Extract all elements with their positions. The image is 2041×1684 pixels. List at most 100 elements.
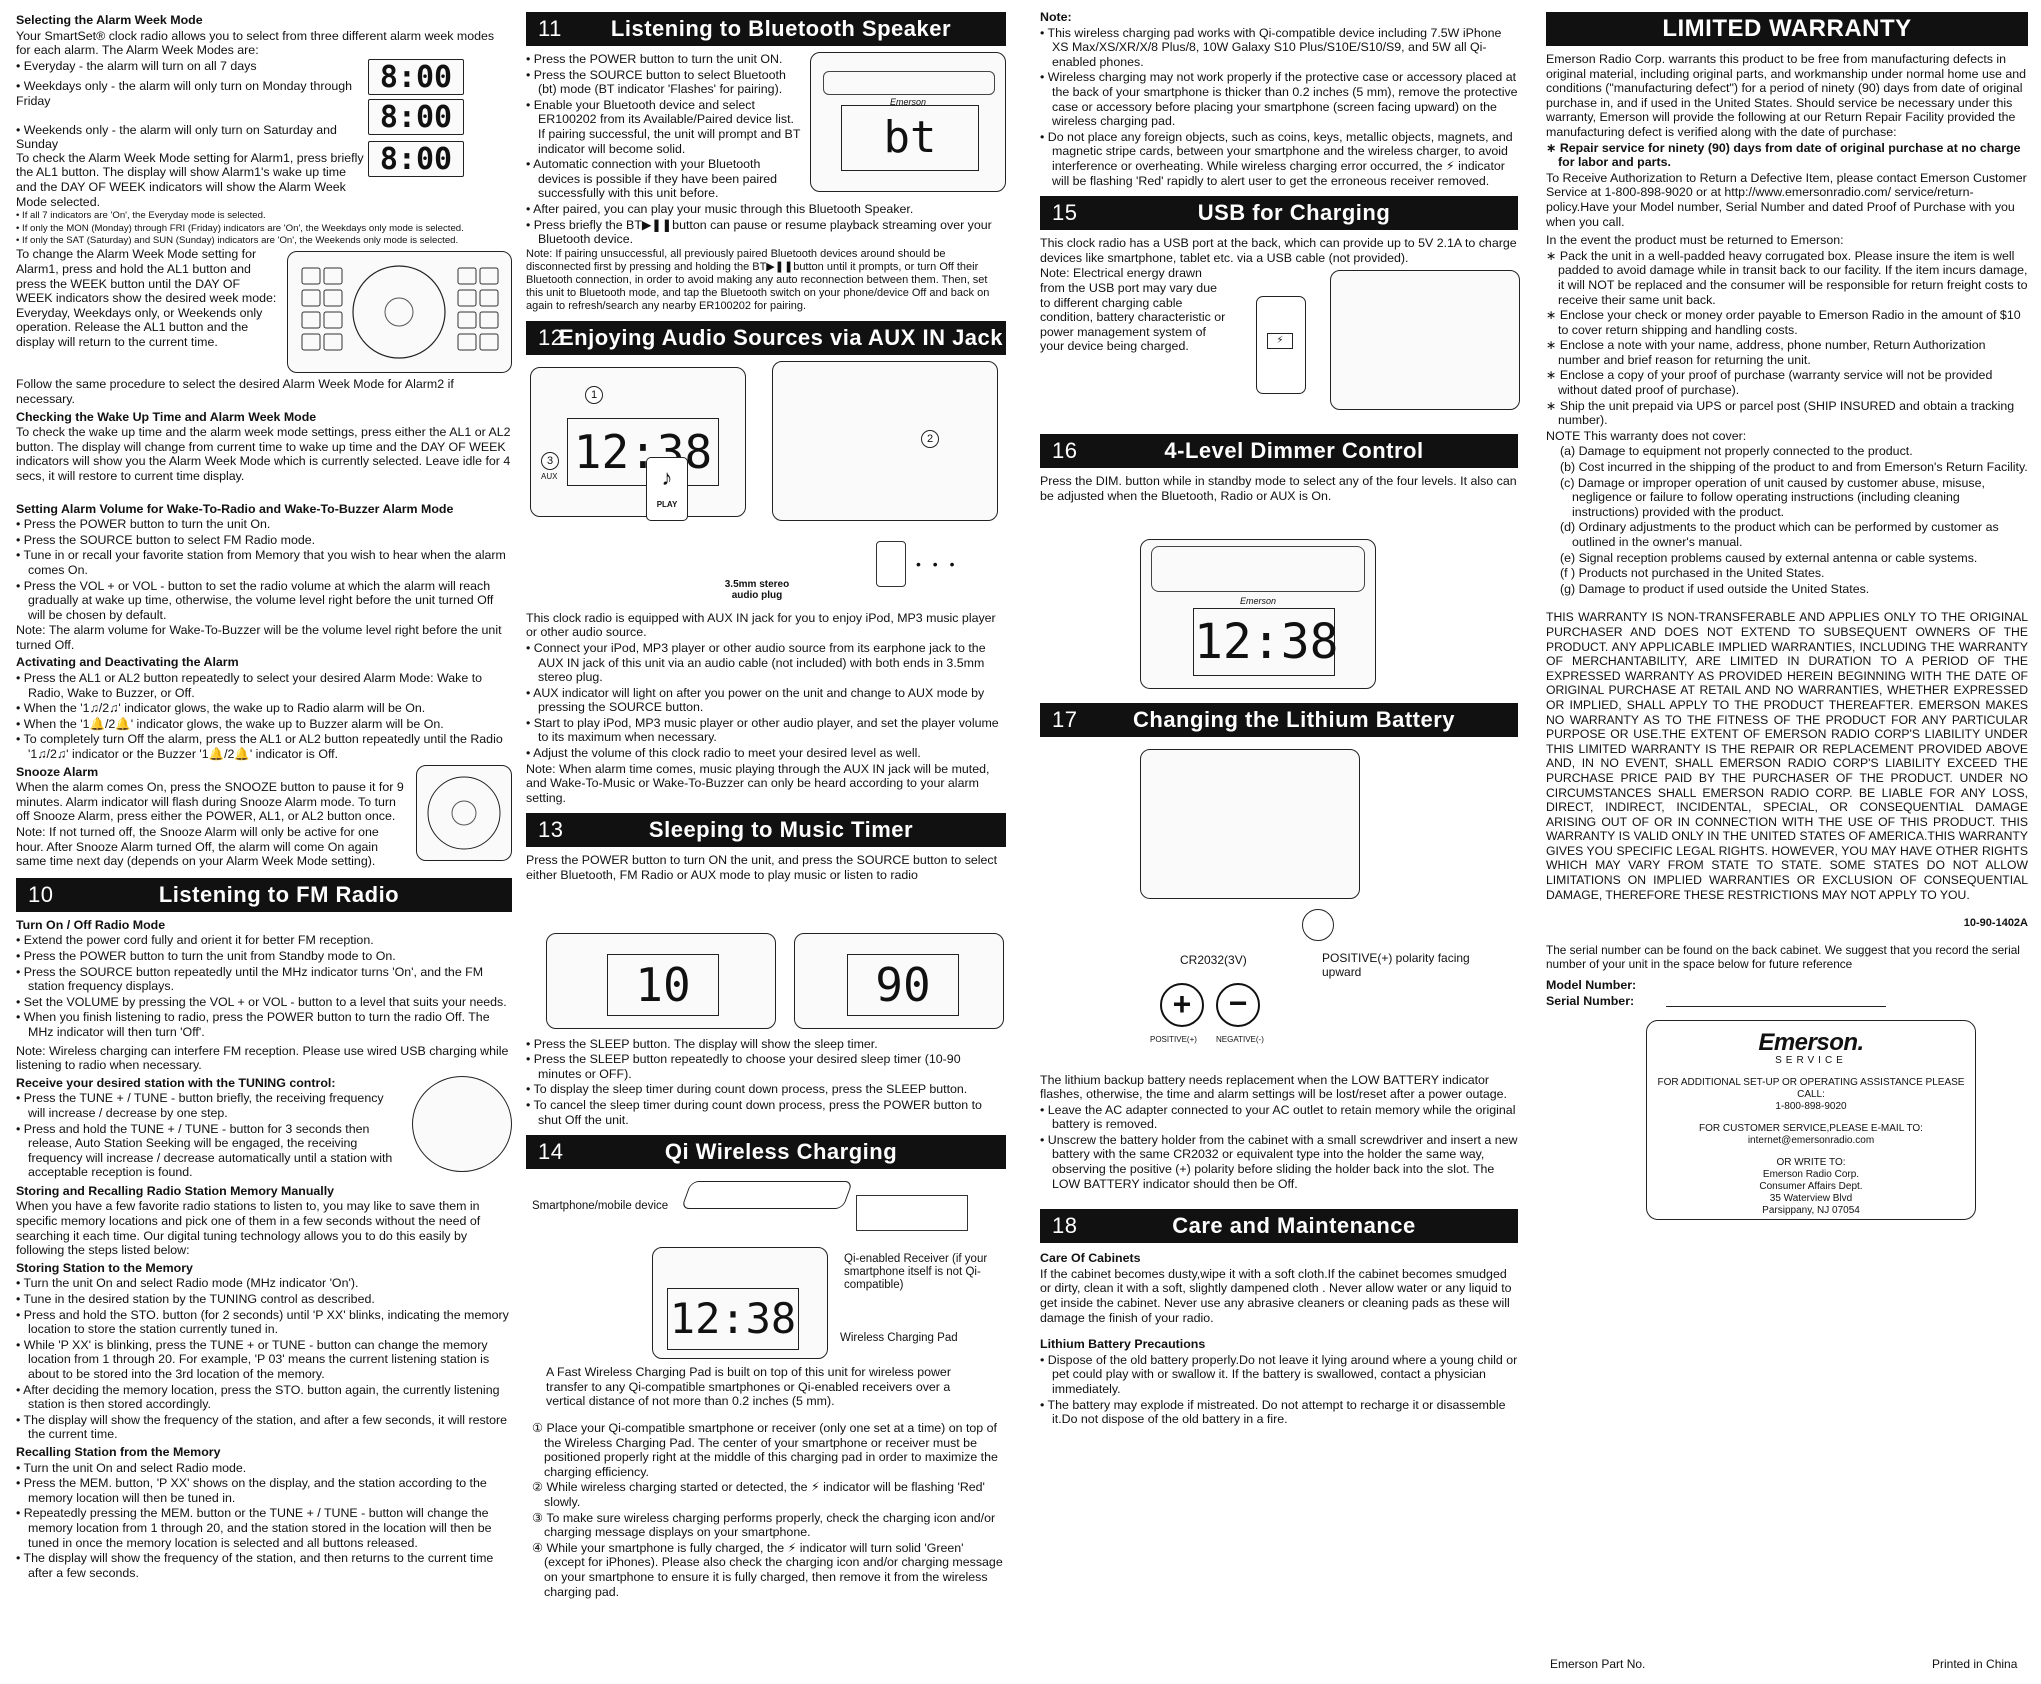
list-item: • Turn the unit On and select Radio mode…	[16, 1276, 359, 1291]
card-assist: FOR ADDITIONAL SET-UP OR OPERATING ASSIS…	[1657, 1077, 1965, 1101]
list-item: • AUX indicator will light on after you …	[526, 685, 985, 715]
card-write-label: OR WRITE TO:	[1776, 1157, 1846, 1169]
sleep-text: Press the POWER button to turn ON the un…	[526, 853, 998, 883]
tuning-title: Receive your desired station with the TU…	[16, 1075, 336, 1090]
unit-top-panel	[1151, 545, 1365, 592]
list-item: (f ) Products not purchased in the Unite…	[1560, 566, 1825, 581]
list-item: • Press the SLEEP button. The display wi…	[526, 1036, 878, 1051]
section-17-header: 17 Changing the Lithium Battery	[1040, 702, 1518, 737]
warranty-intro: Emerson Radio Corp. warrants this produc…	[1546, 52, 2027, 139]
list-item: • Set the VOLUME by pressing the VOL + o…	[16, 994, 507, 1009]
list-item: • Press the SOURCE button repeatedly unt…	[16, 964, 484, 994]
bt-list: • Press the POWER button to turn the uni…	[526, 52, 1006, 247]
list-item: (a) Damage to equipment not properly con…	[1560, 444, 1913, 459]
usb-note: Note: Electrical energy drawn from the U…	[1040, 266, 1226, 354]
recall-title: Recalling Station from the Memory	[16, 1444, 221, 1459]
column-1: Selecting the Alarm Week Mode Your Smart…	[16, 10, 512, 1581]
battery-diagram: CR2032(3V) POSITIVE(+) polarity facing u…	[1040, 743, 1518, 1073]
receiver-icon	[856, 1195, 968, 1232]
list-item: • Press the MEM. button, 'P XX' shows on…	[16, 1476, 487, 1505]
snooze-title: Snooze Alarm	[16, 764, 99, 779]
sleep-diagram: 10 90	[526, 887, 1006, 1037]
bt-display: bt	[841, 105, 979, 171]
list-item: • Unscrew the battery holder from the ca…	[1040, 1132, 1518, 1191]
service-label: SERVICE	[1775, 1055, 1847, 1067]
column-2: 11 Listening to Bluetooth Speaker bt Eme…	[526, 10, 1006, 1600]
list-item: • When the '1♫/2♫' indicator glows, the …	[16, 701, 426, 716]
notcover-list: (a) Damage to equipment not properly con…	[1546, 444, 2028, 596]
bt-brand: Emerson	[889, 97, 926, 107]
section-10-header: 10 Listening to FM Radio	[16, 877, 512, 912]
section-title: Care and Maintenance	[1172, 1213, 1416, 1239]
snooze-note: Note: If not turned off, the Snooze Alar…	[16, 825, 379, 869]
volume-title: Setting Alarm Volume for Wake-To-Radio a…	[16, 501, 454, 516]
storing-text: When you have a few favorite radio stati…	[16, 1199, 481, 1258]
unit-top-svg	[301, 265, 499, 359]
dim-display: 12:38	[1193, 607, 1339, 676]
aux-list: • Connect your iPod, MP3 player or other…	[526, 641, 1006, 761]
list-item: • Press the TUNE + / TUNE - button brief…	[16, 1091, 384, 1120]
follow-alarm2-text: Follow the same procedure to select the …	[16, 377, 454, 406]
card-addr-line: Consumer Affairs Dept.	[1759, 1181, 1863, 1193]
list-item: (b) Cost incurred in the shipping of the…	[1560, 460, 2028, 475]
list-item: • The battery may explode if mistreated.…	[1040, 1397, 1506, 1427]
list-item: • Wireless charging may not work properl…	[1040, 70, 1518, 129]
section-12-header: 12 Enjoying Audio Sources via AUX IN Jac…	[526, 320, 1006, 355]
card-email: internet@emersonradio.com	[1747, 1135, 1875, 1147]
list-item: ④ While your smartphone is fully charged…	[532, 1540, 1003, 1599]
section-number: 12	[538, 324, 564, 350]
note-title: Note:	[1040, 10, 1072, 24]
qi-pad-label: Wireless Charging Pad	[840, 1332, 958, 1345]
dim-diagram: Emerson 12:38	[1040, 505, 1518, 695]
column-4: LIMITED WARRANTY Emerson Radio Corp. war…	[1546, 10, 2028, 1221]
list-item: (d) Ordinary adjustments to the product …	[1560, 520, 1999, 549]
lcd-stack: 8:00	[368, 58, 464, 95]
aux-note: Note: When alarm time comes, music playi…	[526, 761, 990, 805]
storing-title: Storing and Recalling Radio Station Memo…	[16, 1183, 335, 1198]
list-item: • Turn the unit On and select Radio mode…	[16, 1460, 247, 1475]
battery-model: CR2032(3V)	[1180, 952, 1247, 967]
list-item: • Repeatedly pressing the MEM. button or…	[16, 1506, 492, 1550]
coin-battery-icon	[1302, 908, 1334, 941]
sleep-display-1: 10	[607, 953, 719, 1016]
negative-label: NEGATIVE(-)	[1216, 1034, 1264, 1044]
change-week-text: To change the Alarm Week Mode setting fo…	[16, 247, 277, 349]
week-mode-list: • Everyday - the alarm will turn on all …	[16, 58, 512, 152]
list-item: • While 'P XX' is blinking, press the TU…	[16, 1337, 490, 1381]
storing-mem-title: Storing Station to the Memory	[16, 1260, 193, 1275]
sleep-display-2: 90	[847, 953, 959, 1016]
volume-list: • Press the POWER button to turn the uni…	[16, 517, 512, 622]
list-item: ∗ Enclose a copy of your proof of purcha…	[1546, 368, 1993, 398]
model-number-label: Model Number:	[1546, 978, 1637, 993]
card-addr-line: 35 Waterview Blvd	[1769, 1193, 1853, 1205]
note-all7: • If all 7 indicators are 'On', the Ever…	[16, 210, 266, 222]
list-item: • When the '1🔔/2🔔' indicator glows, the …	[16, 716, 444, 731]
section-14-header: 14 Qi Wireless Charging	[526, 1135, 1006, 1170]
card-addr-line: Emerson Radio Corp.	[1762, 1169, 1860, 1181]
list-item: • Press the POWER button to turn the uni…	[16, 948, 396, 963]
bluetooth-unit-diagram: bt Emerson	[810, 52, 1006, 192]
qi-diagram: Smartphone/mobile device 12:38 Qi-enable…	[526, 1175, 1006, 1365]
list-item: • Start to play iPod, MP3 music player o…	[526, 715, 999, 745]
activating-title: Activating and Deactivating the Alarm	[16, 655, 239, 670]
section-number: 14	[538, 1139, 564, 1165]
list-item: • Enable your Bluetooth device and selec…	[526, 97, 801, 156]
aux-diagram: 12:38 AUX 1 3 2 ♪ PLAY 3.5mm stereo audi…	[526, 360, 1006, 611]
weekends-item: • Weekends only - the alarm will only tu…	[16, 122, 337, 152]
list-item: ∗ Pack the unit in a well-padded heavy c…	[1546, 248, 2028, 307]
section-number: 13	[538, 817, 564, 843]
checking-text: To check the wake up time and the alarm …	[16, 425, 511, 483]
serial-line[interactable]	[1666, 1006, 1886, 1008]
list-item: ∗ Enclose a note with your name, address…	[1546, 338, 1986, 367]
list-item: • Press the SLEEP button repeatedly to c…	[526, 1052, 961, 1081]
lith-title: Lithium Battery Precautions	[1040, 1337, 1206, 1352]
list-item: ③ To make sure wireless charging perform…	[532, 1510, 996, 1540]
serial-fields: Model Number: Serial Number:	[1546, 978, 2028, 1008]
list-item: • Press the POWER button to turn the uni…	[16, 517, 271, 532]
everyday-item: • Everyday - the alarm will turn on all …	[16, 58, 257, 73]
list-item: • Press briefly the BT▶❚❚button can paus…	[526, 217, 992, 247]
section-title: Changing the Lithium Battery	[1133, 706, 1455, 732]
tuning-list: • Press the TUNE + / TUNE - button brief…	[16, 1091, 512, 1180]
sleep-unit-right: 90	[794, 932, 1004, 1029]
